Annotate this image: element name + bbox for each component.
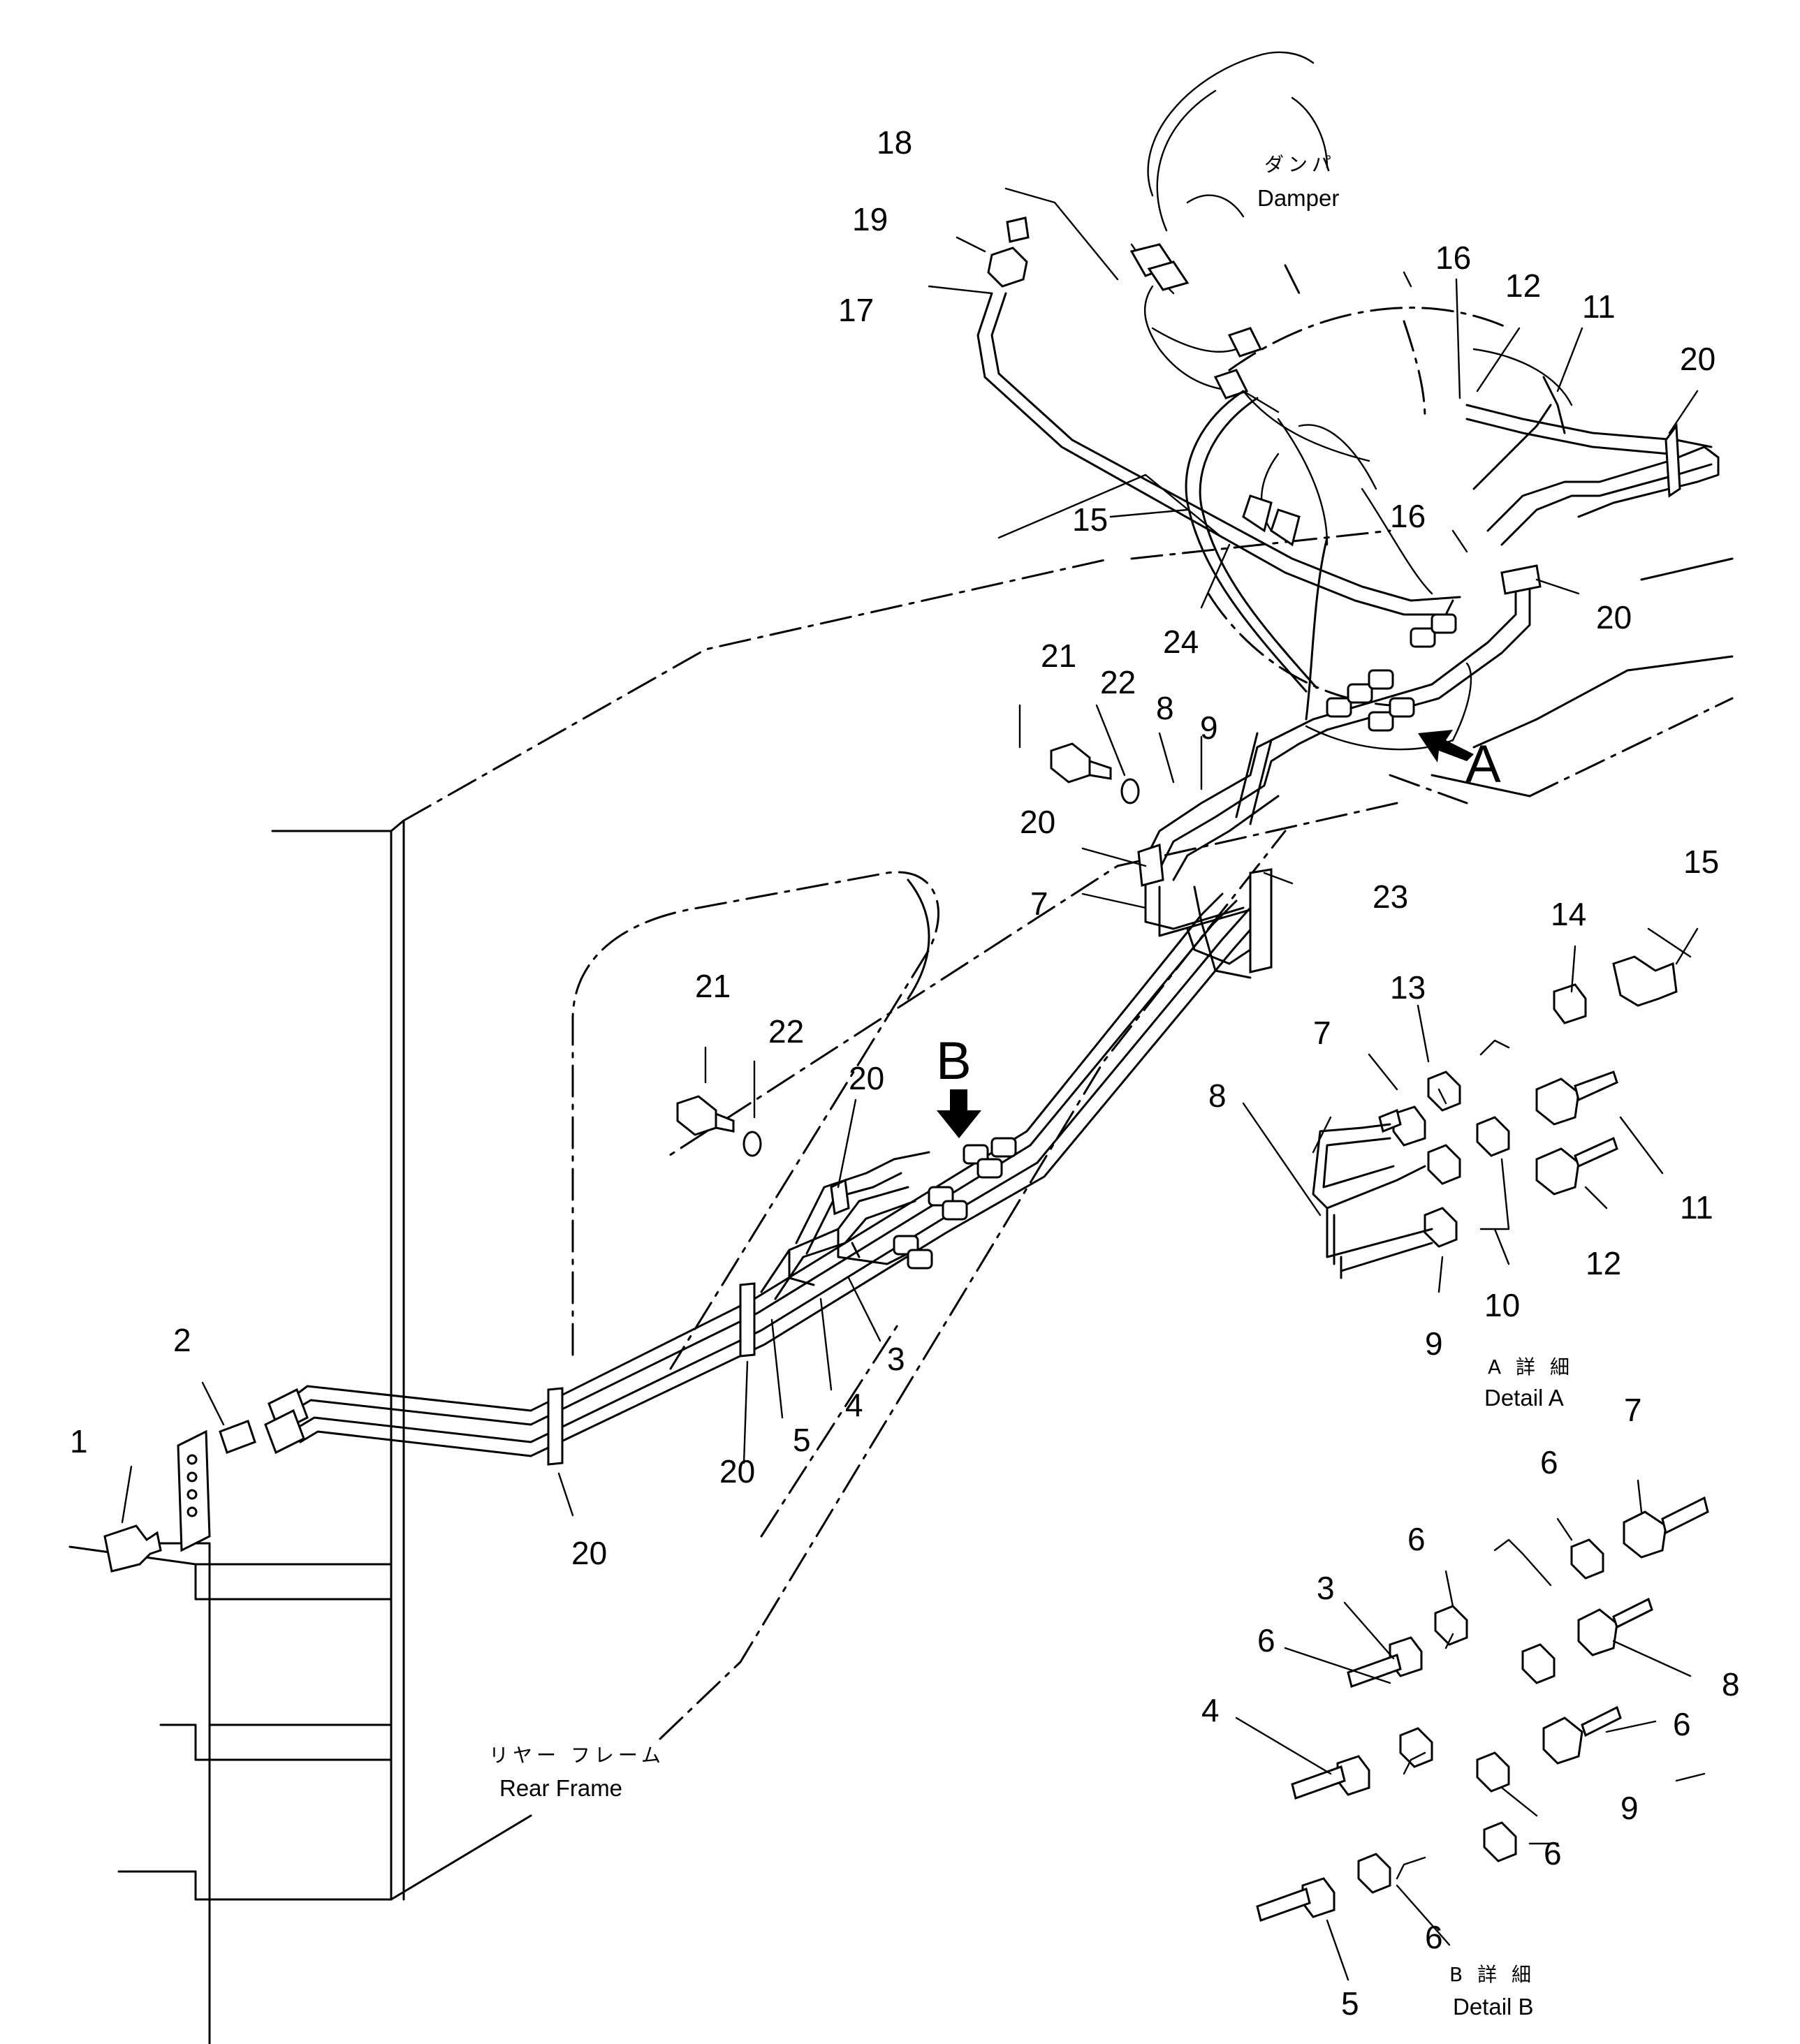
callout-15: 15 (1072, 501, 1108, 538)
callout-21-lower: 21 (695, 968, 731, 1004)
callout-20-center: 20 (849, 1060, 884, 1096)
detail-b-7: 7 (1624, 1392, 1642, 1428)
callout-18: 18 (877, 124, 912, 161)
detail-b-5: 5 (1341, 1985, 1359, 2022)
detail-a-11: 11 (1680, 1189, 1713, 1226)
callout-16-upper: 16 (1435, 240, 1471, 276)
callout-1: 1 (70, 1423, 88, 1460)
callout-7: 7 (1030, 885, 1048, 922)
detail-b-6-right: 6 (1673, 1706, 1691, 1742)
fittings-cluster-a (1326, 613, 1457, 732)
damper-label-en: Damper (1257, 185, 1339, 211)
detail-a-12: 12 (1586, 1245, 1621, 1281)
bolt-washer-upper (1050, 742, 1140, 804)
detail-a-15: 15 (1683, 844, 1719, 880)
callout-17: 17 (838, 292, 874, 328)
detail-b-6-left: 6 (1257, 1622, 1275, 1659)
callout-20-upper-left: 20 (1020, 804, 1055, 840)
fittings-cluster-b (893, 1137, 1017, 1270)
detail-a-8: 8 (1208, 1078, 1227, 1114)
callout-8: 8 (1156, 690, 1174, 726)
detail-b-6-upper: 6 (1407, 1521, 1426, 1557)
detail-a-title-en: Detail A (1484, 1385, 1564, 1411)
detail-b-3: 3 (1317, 1570, 1335, 1606)
lower-left-bracket (103, 1388, 309, 1573)
detail-a-7: 7 (1313, 1015, 1331, 1051)
detail-a-13: 13 (1390, 969, 1426, 1006)
callout-9: 9 (1200, 709, 1218, 746)
callout-4: 4 (845, 1387, 863, 1423)
callout-20-right: 20 (1680, 341, 1715, 377)
view-arrow-a-letter: A (1465, 735, 1501, 794)
detail-a-14: 14 (1551, 896, 1586, 932)
callout-22-lower: 22 (768, 1013, 804, 1050)
callout-19: 19 (852, 201, 888, 237)
rear-frame-label-jp: リヤー フレーム (489, 1744, 665, 1767)
view-arrow-b-letter: B (936, 1031, 972, 1091)
detail-b-numbers: 7 6 6 3 8 6 6 4 9 6 6 5 (1201, 1392, 1740, 2022)
callout-16-lower: 16 (1390, 498, 1426, 534)
view-arrow-b (937, 1089, 981, 1138)
leader-lines (121, 187, 1699, 1524)
pipe-bundle-main (292, 292, 1720, 1457)
detail-b-4: 4 (1201, 1692, 1220, 1728)
callout-21-upper: 21 (1041, 638, 1076, 674)
detail-b-6-bottom: 6 (1425, 1919, 1443, 1955)
detail-b-title-jp: B 詳 細 (1449, 1963, 1535, 1986)
callout-12: 12 (1505, 267, 1541, 304)
detail-b-title-en: Detail B (1453, 1994, 1534, 2020)
detail-a-numbers: 15 14 13 7 8 11 12 10 9 (1208, 844, 1719, 1362)
detail-a-title-jp: A 詳 細 (1488, 1355, 1574, 1378)
view-arrow-a (1418, 730, 1474, 763)
callout-20-lower: 20 (719, 1453, 755, 1490)
damper (1129, 51, 1573, 751)
bolt-washer-lower (676, 1095, 762, 1157)
callout-20-bottom: 20 (571, 1535, 607, 1571)
detail-b-8: 8 (1722, 1666, 1740, 1703)
detail-b-9: 9 (1620, 1790, 1639, 1826)
rear-frame-body (68, 557, 1112, 2044)
part-18-19 (987, 216, 1030, 288)
detail-a-parts (1242, 927, 1699, 1293)
callout-numbers: 1 2 3 4 5 7 8 9 15 16 16 12 11 17 18 19 … (70, 124, 1715, 1571)
callout-23: 23 (1373, 878, 1408, 915)
callout-3: 3 (887, 1341, 905, 1377)
rear-frame-label-en: Rear Frame (499, 1775, 622, 1801)
inspection-cover-outline (571, 871, 939, 1370)
callout-24: 24 (1163, 624, 1199, 660)
callout-2: 2 (173, 1322, 191, 1358)
damper-label-jp: ダンパ (1264, 153, 1336, 176)
detail-b-parts (1235, 1479, 1709, 1981)
callout-22-upper: 22 (1100, 664, 1136, 700)
callout-5: 5 (793, 1422, 811, 1458)
detail-a-9: 9 (1425, 1325, 1443, 1362)
detail-b-6-lower: 6 (1544, 1835, 1562, 1872)
detail-a-10: 10 (1484, 1287, 1520, 1323)
detail-b-6-top: 6 (1540, 1444, 1558, 1480)
callout-20-mid: 20 (1596, 599, 1632, 635)
callout-11: 11 (1582, 288, 1616, 325)
clamps (547, 422, 1681, 1466)
